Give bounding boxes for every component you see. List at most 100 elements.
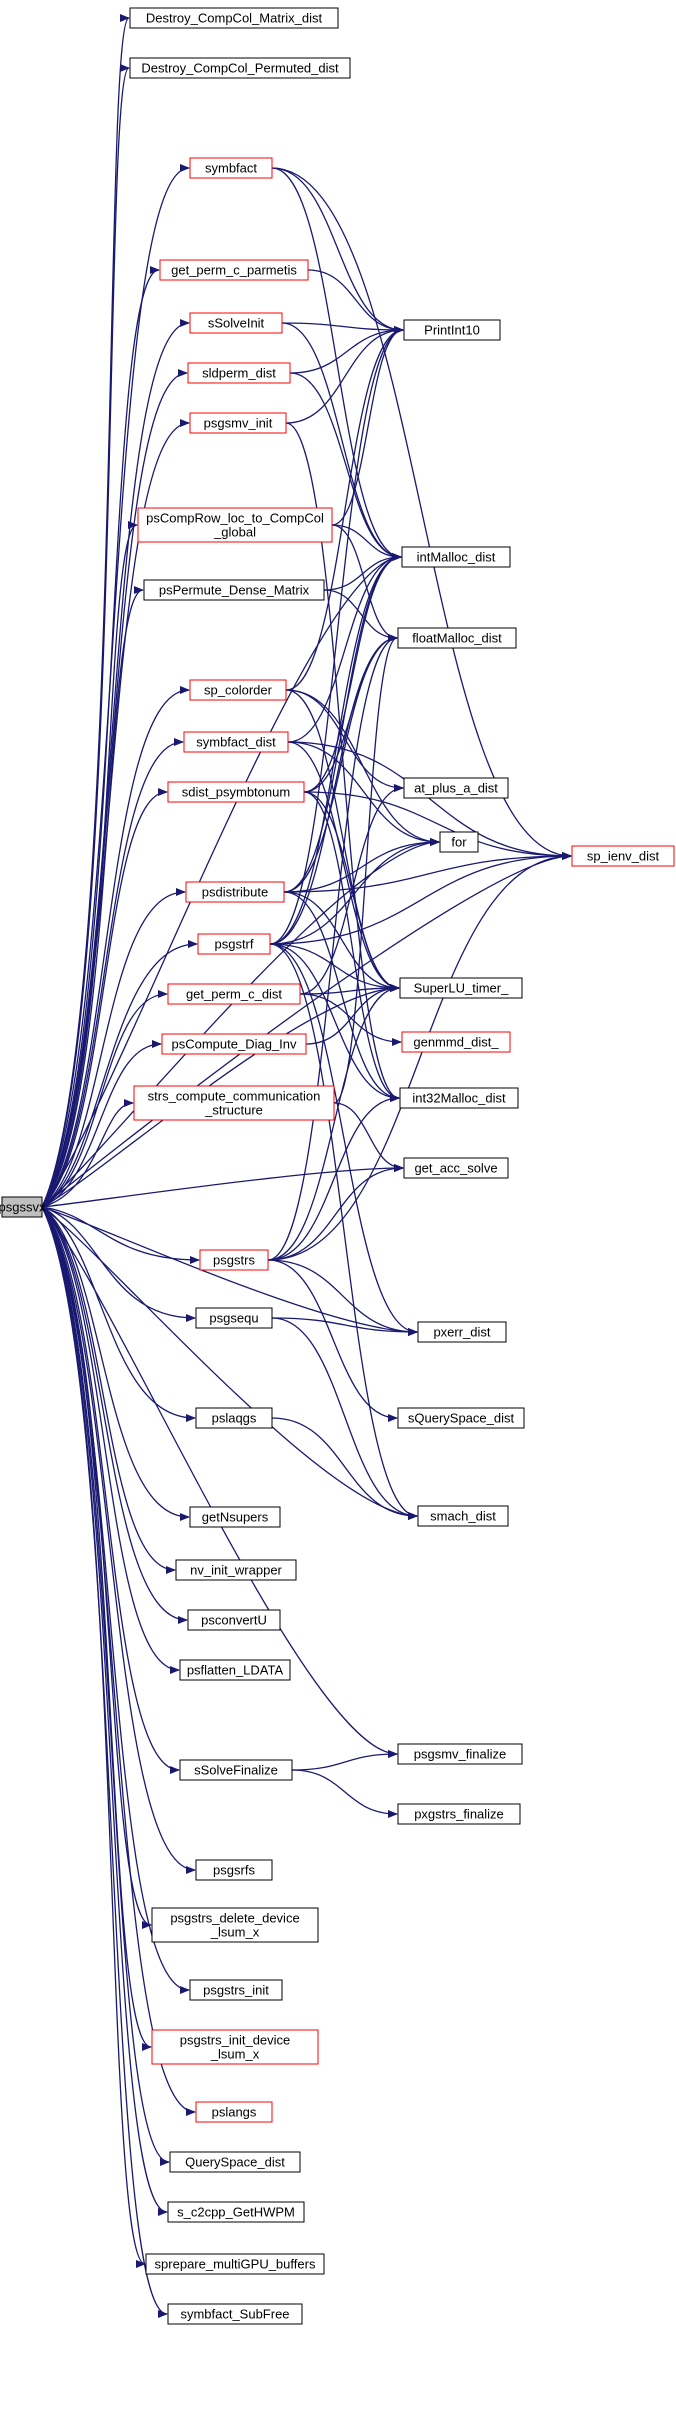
node-destroy_compcol_permuted_dist[interactable]: Destroy_CompCol_Permuted_dist [129, 57, 351, 79]
edge-symbfact_dist-to-intmalloc_dist [287, 553, 402, 743]
node-symbfact_dist[interactable]: symbfact_dist [183, 731, 289, 753]
node-squeryspace_dist[interactable]: sQuerySpace_dist [397, 1407, 525, 1429]
node-label: psgssvx [0, 1200, 46, 1215]
node-pscompute_diag_inv[interactable]: psCompute_Diag_Inv [161, 1033, 307, 1055]
node-box [401, 546, 511, 568]
node-sldperm_dist[interactable]: sldperm_dist [187, 362, 291, 384]
node-psgstrf[interactable]: psgstrf [197, 933, 271, 955]
node-box [189, 312, 283, 334]
edge-psgssvx-to-psgsrfs [41, 1206, 196, 1874]
node-pspermute_dense_matrix[interactable]: psPermute_Dense_Matrix [143, 579, 325, 601]
node-label: get_acc_solve [414, 1161, 497, 1176]
node-psgsequ[interactable]: psgsequ [195, 1307, 273, 1329]
node-box [195, 2101, 273, 2123]
node-psgstrs[interactable]: psgstrs [199, 1249, 269, 1271]
edge-psgssvx-to-smach_dist [41, 1206, 418, 1520]
node-label: for [451, 835, 467, 850]
node-box [403, 319, 501, 341]
node-box [399, 977, 523, 999]
edge-psgssvx-to-get_acc_solve [41, 1164, 404, 1208]
node-box [403, 1157, 509, 1179]
node-box [129, 7, 339, 29]
edge-psgssvx-to-getnsupers [41, 1206, 190, 1521]
node-label: sp_ienv_dist [587, 849, 660, 864]
node-box [439, 831, 479, 853]
node-psgstrs_init[interactable]: psgstrs_init [189, 1979, 283, 2001]
node-box [151, 1907, 319, 1943]
node-sprepare_multigpu_buffers[interactable]: sprepare_multiGPU_buffers [145, 2253, 325, 2275]
node-getnsupers[interactable]: getNsupers [189, 1506, 281, 1528]
node-pxgstrs_finalize[interactable]: pxgstrs_finalize [397, 1803, 521, 1825]
edge-psgssvx-to-destroy_compcol_matrix_dist [41, 14, 130, 1208]
node-box [195, 1407, 273, 1429]
node-printint10[interactable]: PrintInt10 [403, 319, 501, 341]
edge-psgssvx-to-sldperm_dist [41, 369, 188, 1208]
node-nv_init_wrapper[interactable]: nv_init_wrapper [175, 1559, 297, 1581]
edge-psgssvx-to-queryspace_dist [41, 1206, 170, 2166]
node-psconvertu[interactable]: psconvertU [187, 1609, 281, 1631]
node-int32malloc_dist[interactable]: int32Malloc_dist [399, 1087, 519, 1109]
node-intmalloc_dist[interactable]: intMalloc_dist [401, 546, 511, 568]
node-symbfact[interactable]: symbfact [189, 157, 273, 179]
node-pslangs[interactable]: pslangs [195, 2101, 273, 2123]
edge-psgssvx-to-pspermute_dense_matrix [41, 586, 144, 1208]
edge-psgssvx-to-sp_colorder [41, 686, 190, 1208]
node-s_c2cpp_gethwpm[interactable]: s_c2cpp_GetHWPM [167, 2201, 305, 2223]
node-psgstrs_delete_device_lsum_x[interactable]: psgstrs_delete_device_lsum_x [151, 1907, 319, 1943]
edge-psdistribute-to-sp_ienv_dist [283, 852, 572, 893]
node-psgsmv_init[interactable]: psgsmv_init [189, 412, 287, 434]
function-nodes: psgssvx Destroy_CompCol_Matrix_distDestro… [0, 7, 675, 2325]
node-box [129, 57, 351, 79]
node-psdistribute[interactable]: psdistribute [185, 881, 285, 903]
node-get_perm_c_parmetis[interactable]: get_perm_c_parmetis [159, 259, 309, 281]
node-queryspace_dist[interactable]: QuerySpace_dist [169, 2151, 301, 2173]
node-genmmd_dist_[interactable]: genmmd_dist_ [401, 1031, 511, 1053]
node-superlu_timer_[interactable]: SuperLU_timer_ [399, 977, 523, 999]
node-pslaqgs[interactable]: pslaqgs [195, 1407, 273, 1429]
node-box [179, 1759, 293, 1781]
node-pscomprow_loc_to_compcol_global[interactable]: psCompRow_loc_to_CompCol_global [137, 507, 333, 543]
node-get_perm_c_dist[interactable]: get_perm_c_dist [167, 983, 301, 1005]
node-label: symbfact_SubFree [180, 2307, 289, 2322]
edge-psgssvx-to-sp_ienv_dist [41, 852, 572, 1208]
node-get_acc_solve[interactable]: get_acc_solve [403, 1157, 509, 1179]
node-destroy_compcol_matrix_dist[interactable]: Destroy_CompCol_Matrix_dist [129, 7, 339, 29]
node-ssolveinit[interactable]: sSolveInit [189, 312, 283, 334]
edge-psgssvx-to-ssolvefinalize [41, 1206, 180, 1774]
node-label: psgstrs [213, 1253, 255, 1268]
node-box [195, 1307, 273, 1329]
node-strs_compute_communication_structure[interactable]: strs_compute_communication_structure [133, 1085, 335, 1121]
node-box [137, 507, 333, 543]
node-box [145, 2253, 325, 2275]
edge-psgstrf-to-sp_ienv_dist [269, 852, 572, 945]
edge-psgstrf-to-intmalloc_dist [269, 553, 402, 945]
node-psgsrfs[interactable]: psgsrfs [195, 1859, 273, 1881]
edge-ssolvefinalize-to-psgsmv_finalize [291, 1750, 398, 1771]
node-box [195, 1859, 273, 1881]
edge-symbfact-to-sp_ienv_dist [271, 167, 572, 860]
node-psgstrs_init_device_lsum_x[interactable]: psgstrs_init_device_lsum_x [151, 2029, 319, 2065]
node-psgsmv_finalize[interactable]: psgsmv_finalize [397, 1743, 523, 1765]
node-sdist_psymbtonum[interactable]: sdist_psymbtonum [167, 781, 305, 803]
node-floatmalloc_dist[interactable]: floatMalloc_dist [397, 627, 517, 649]
node-label: _structure [204, 1103, 263, 1118]
node-smach_dist[interactable]: smach_dist [417, 1505, 509, 1527]
node-label: Destroy_CompCol_Matrix_dist [146, 11, 323, 26]
node-for[interactable]: for [439, 831, 479, 853]
node-label: psPermute_Dense_Matrix [159, 583, 310, 598]
node-label: psCompute_Diag_Inv [171, 1037, 297, 1052]
node-psflatten_ldata[interactable]: psflatten_LDATA [179, 1659, 291, 1681]
edge-psgstrs-to-squeryspace_dist [267, 1259, 398, 1422]
edge-psgssvx-to-psgstrs_init [41, 1206, 190, 1994]
node-pxerr_dist[interactable]: pxerr_dist [417, 1321, 507, 1343]
edge-get_perm_c_parmetis-to-printint10 [307, 269, 404, 334]
edge-sp_colorder-to-for [285, 689, 440, 846]
node-at_plus_a_dist[interactable]: at_plus_a_dist [403, 777, 509, 799]
edge-psgssvx-to-psdistribute [41, 888, 186, 1208]
node-psgssvx[interactable]: psgssvx [0, 1196, 46, 1218]
node-sp_ienv_dist[interactable]: sp_ienv_dist [571, 845, 675, 867]
node-ssolvefinalize[interactable]: sSolveFinalize [179, 1759, 293, 1781]
node-sp_colorder[interactable]: sp_colorder [189, 679, 287, 701]
node-label: psdistribute [202, 885, 268, 900]
node-symbfact_subfree[interactable]: symbfact_SubFree [167, 2303, 303, 2325]
